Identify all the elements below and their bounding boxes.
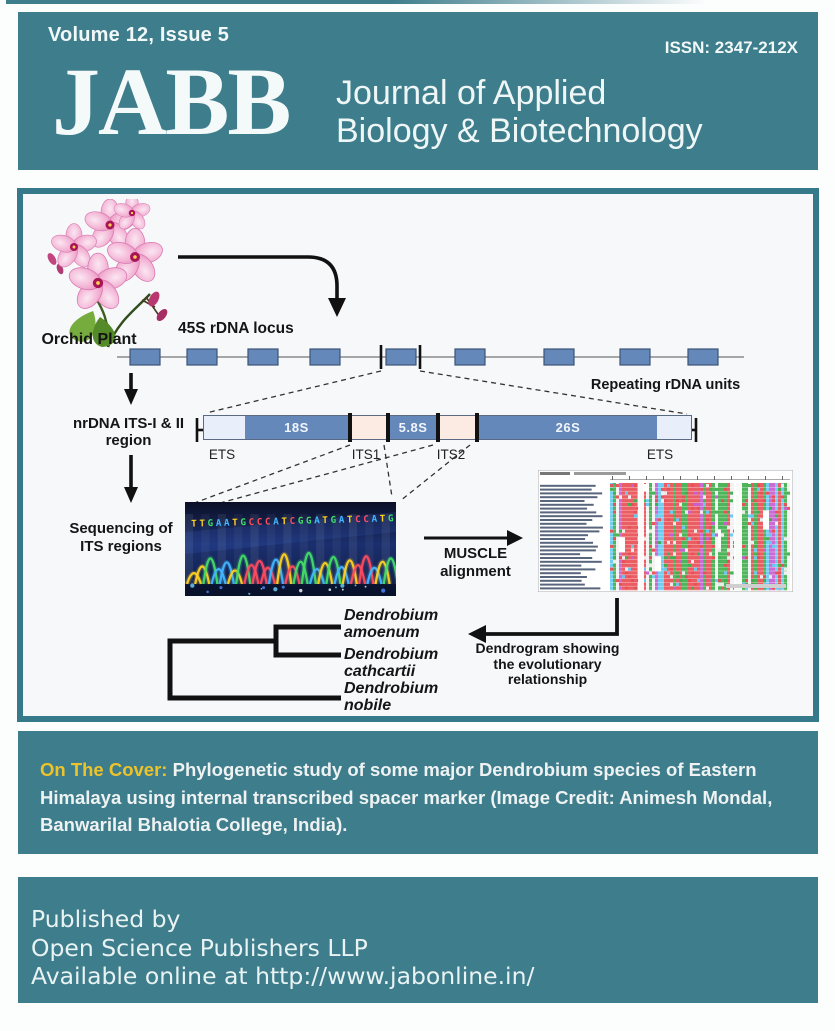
svg-text:C: C [289,516,295,527]
segment-divider [436,413,440,442]
masthead: Volume 12, Issue 5 ISSN: 2347-212X JABB … [18,12,818,170]
svg-text:A: A [224,518,230,529]
its2-label: ITS2 [436,447,466,462]
journal-title: Journal of Applied Biology & Biotechnolo… [336,74,703,150]
publisher-name: Open Science Publishers LLP [31,933,368,962]
figure-connectors [117,255,744,701]
top-edge-line [6,0,706,4]
dendrogram-arrow [468,598,619,643]
sequence-alignment-image [538,470,793,592]
svg-text:G: G [330,515,336,526]
species-amoenum: Dendrobium amoenum [344,607,439,641]
repeating-rdna-units [129,348,719,366]
svg-text:T: T [199,518,205,529]
orchid-plant-label: Orchid Plant [41,331,137,348]
svg-text:G: G [240,517,246,528]
svg-text:T: T [281,516,287,527]
svg-text:T: T [347,514,353,525]
gene-segment-ets [657,416,691,439]
svg-text:C: C [248,517,254,528]
gene-segment-5.8s: 5.8S [390,416,436,439]
gene-segment-18s: 18S [245,416,348,439]
svg-text:A: A [371,514,377,525]
svg-text:G: G [388,513,394,524]
species-nobile: Dendrobium nobile [344,680,439,714]
segment-divider [475,413,479,442]
svg-text:T: T [232,517,238,528]
issn-label: ISSN: 2347-212X [664,38,798,57]
svg-text:T: T [380,513,386,524]
zoom-dashed-lines [188,370,688,510]
svg-text:T: T [322,515,328,526]
muscle-arrow [424,530,523,546]
svg-text:G: G [207,518,213,529]
cover-figure-panel: Orchid Plant 45S rDNA locus Repeating rD… [17,188,819,722]
svg-text:G: G [306,515,312,526]
on-the-cover-note: On The Cover: Phylogenetic study of some… [18,731,818,854]
gene-segment-its1 [352,416,386,439]
gene-segment-ets [204,416,245,439]
svg-text:C: C [363,514,369,525]
gene-segment-its2 [440,416,475,439]
gene-segment-26s: 26S [479,416,657,439]
published-by-label: Published by [31,905,181,933]
svg-text:A: A [273,516,279,527]
rdna-gene-bar: 18S 5.8S 26S [203,413,692,442]
dendrogram-caption: Dendrogram showing the evolutionary rela… [475,640,620,687]
cladogram [167,624,341,701]
muscle-alignment-label: MUSCLE alignment [440,545,511,580]
down-arrow-1 [124,373,138,405]
orchid-to-locus-arrow [178,255,346,317]
cover-note-line2: Himalaya using internal transcribed spac… [40,786,773,808]
repeating-units-label: Repeating rDNA units [590,377,741,393]
svg-text:A: A [216,518,222,529]
locus-label: 45S rDNA locus [178,320,294,337]
cover-note-prefix: On The Cover: [40,759,168,780]
svg-text:A: A [339,515,345,526]
journal-title-line1: Journal of Applied [336,74,607,112]
segment-divider [386,413,390,442]
species-cathcartii: Dendrobium cathcartii [344,646,439,680]
journal-logo: JABB [52,48,291,155]
availability-url: Available online at http://www.jabonline… [31,962,535,990]
svg-text:C: C [265,517,271,528]
sequencing-label: Sequencing of ITS regions [69,520,173,555]
orchid-plant-image [47,199,168,348]
svg-text:A: A [314,515,320,526]
publisher-band: Published by Open Science Publishers LLP… [18,877,818,1003]
journal-title-line2: Biology & Biotechnology [336,112,703,150]
volume-issue-label: Volume 12, Issue 5 [48,24,230,46]
svg-text:T: T [191,518,197,529]
down-arrow-2 [124,455,138,503]
cover-note-line1: On The Cover: Phylogenetic study of some… [40,759,757,780]
ets-left-label: ETS [208,447,236,462]
svg-text:G: G [298,516,304,527]
ets-right-label: ETS [646,447,674,462]
svg-text:C: C [355,514,361,525]
nrdna-region-label: nrDNA ITS-I & II region [72,415,185,449]
its1-label: ITS1 [351,447,381,462]
svg-text:C: C [257,517,263,528]
segment-divider [348,413,352,442]
cover-note-line3: Banwarilal Bhalotia College, India). [40,814,348,835]
